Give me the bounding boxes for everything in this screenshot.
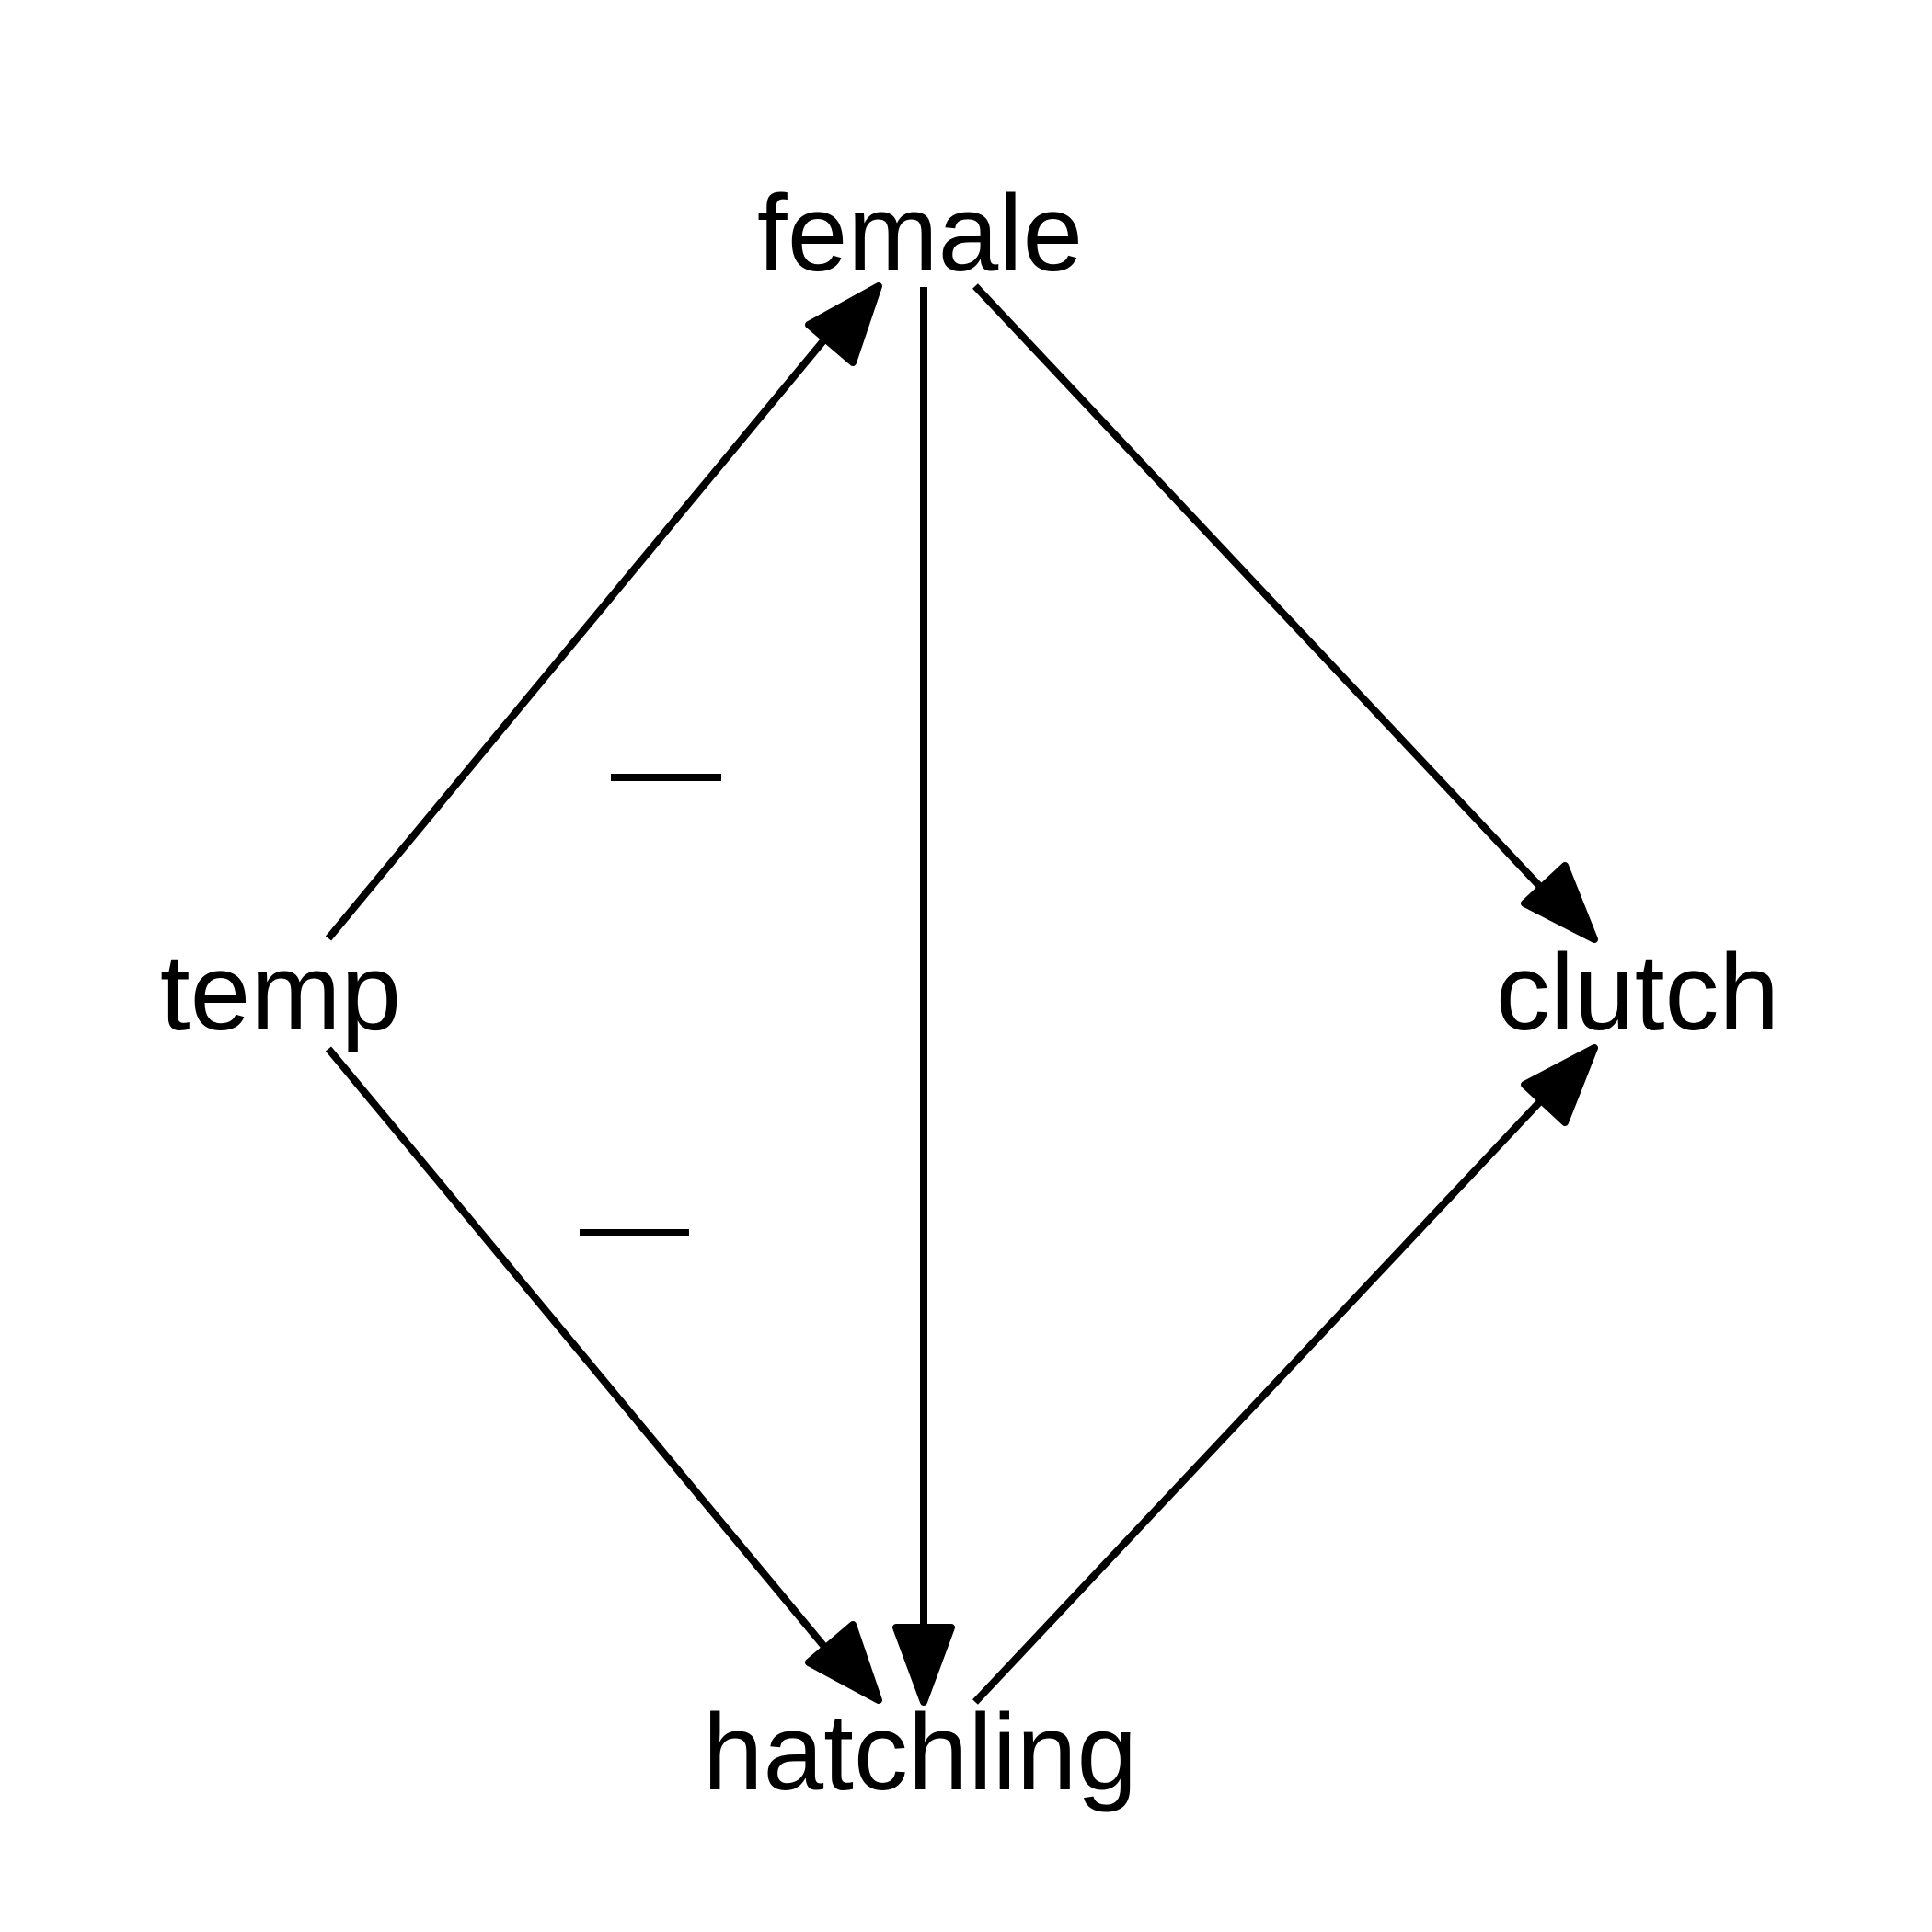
edge-temp-to-female <box>325 282 882 941</box>
node-clutch: clutch <box>1496 932 1779 1053</box>
arrow-head-hatchling-from-female <box>892 1624 955 1706</box>
arrow-head-female <box>805 282 882 366</box>
arrow-head-hatchling-from-temp <box>805 1621 882 1704</box>
edge-hatchling-to-clutch <box>972 1044 1598 1705</box>
edge-female-to-clutch <box>972 283 1598 943</box>
node-hatchling: hatchling <box>703 1692 1137 1813</box>
edge-female-to-hatchling <box>892 287 955 1706</box>
node-temp: temp <box>160 932 401 1053</box>
edge-temp-to-hatchling <box>325 1046 882 1704</box>
arrow-head-clutch-from-hatchling <box>1521 1044 1598 1126</box>
node-female: female <box>757 173 1083 294</box>
arrow-head-clutch-from-female <box>1521 862 1598 943</box>
